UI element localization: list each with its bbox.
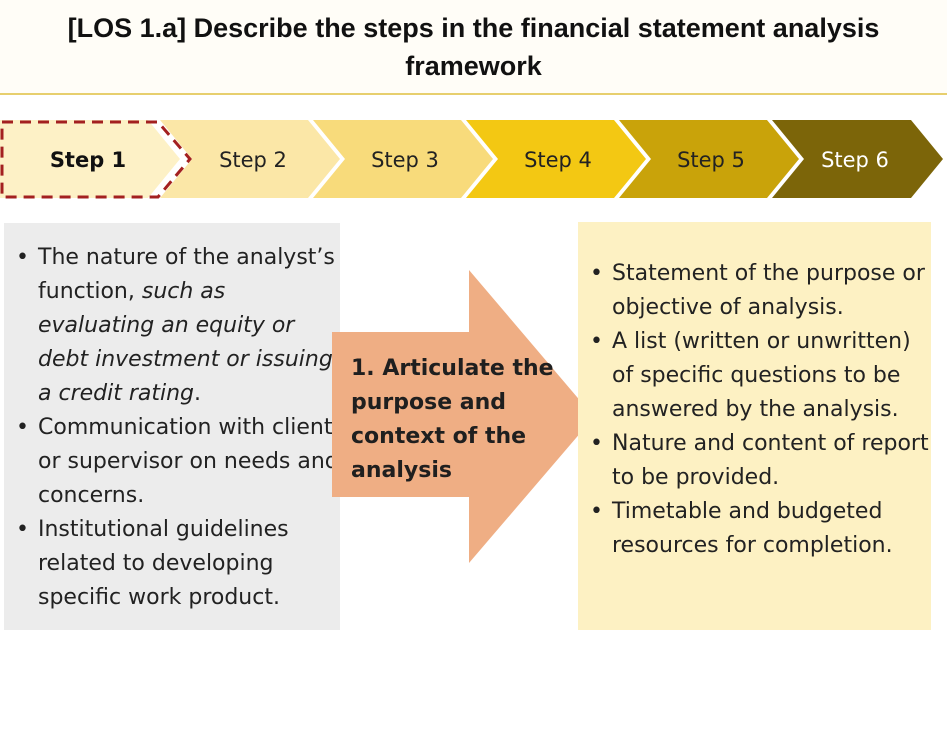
step-chevron-5	[619, 120, 799, 198]
steps-bar: Step 1 Step 2 Step 3 Step 4 Step 5 Step 6	[0, 120, 947, 200]
title-band: [LOS 1.a] Describe the steps in the fina…	[0, 0, 947, 95]
outputs-bullet: A list (written or unwritten) of specifi…	[578, 325, 931, 427]
step-label-1[interactable]: Step 1	[50, 148, 126, 172]
inputs-bullet-text: .	[194, 381, 202, 406]
inputs-bullet-text: The nature of the analyst’s function,	[38, 245, 335, 304]
inputs-bullet: Communication with client or supervisor …	[4, 411, 340, 513]
outputs-bullet: Statement of the purpose or objective of…	[578, 257, 931, 325]
active-step-outline	[0, 120, 192, 199]
inputs-bullet: The nature of the analyst’s function, su…	[4, 241, 340, 411]
process-label: 1. Articulate the purpose and context of…	[351, 356, 554, 483]
outputs-bullet: Nature and content of report to be provi…	[578, 427, 931, 495]
step-chevron-4	[466, 120, 646, 198]
step-label-6[interactable]: Step 6	[821, 148, 889, 172]
inputs-list: The nature of the analyst’s function, su…	[4, 223, 340, 615]
step-label-3[interactable]: Step 3	[371, 148, 439, 172]
step-label-5[interactable]: Step 5	[677, 148, 745, 172]
inputs-bullet-text: Institutional guidelines related to deve…	[38, 517, 289, 610]
step-label-4[interactable]: Step 4	[524, 148, 592, 172]
inputs-bullet-text: Communication with client or supervisor …	[38, 415, 339, 508]
slide-title: [LOS 1.a] Describe the steps in the fina…	[67, 12, 880, 81]
inputs-bullet: Institutional guidelines related to deve…	[4, 513, 340, 615]
outputs-box: Statement of the purpose or objective of…	[578, 222, 931, 630]
outputs-list: Statement of the purpose or objective of…	[578, 222, 931, 563]
process-arrow-shape	[332, 270, 594, 563]
outputs-bullet: Timetable and budgeted resources for com…	[578, 495, 931, 563]
inputs-box: The nature of the analyst’s function, su…	[4, 223, 340, 630]
step-chevron-1	[0, 120, 180, 198]
inputs-bullet-text: such as evaluating an equity or debt inv…	[38, 279, 333, 406]
step-chevron-2	[160, 120, 340, 198]
process-arrow	[332, 270, 594, 563]
step-chevron-3	[313, 120, 493, 198]
step-label-2[interactable]: Step 2	[219, 148, 287, 172]
steps-chevrons: Step 1 Step 2 Step 3 Step 4 Step 5 Step 6	[0, 120, 943, 199]
step-chevron-6	[772, 120, 943, 198]
